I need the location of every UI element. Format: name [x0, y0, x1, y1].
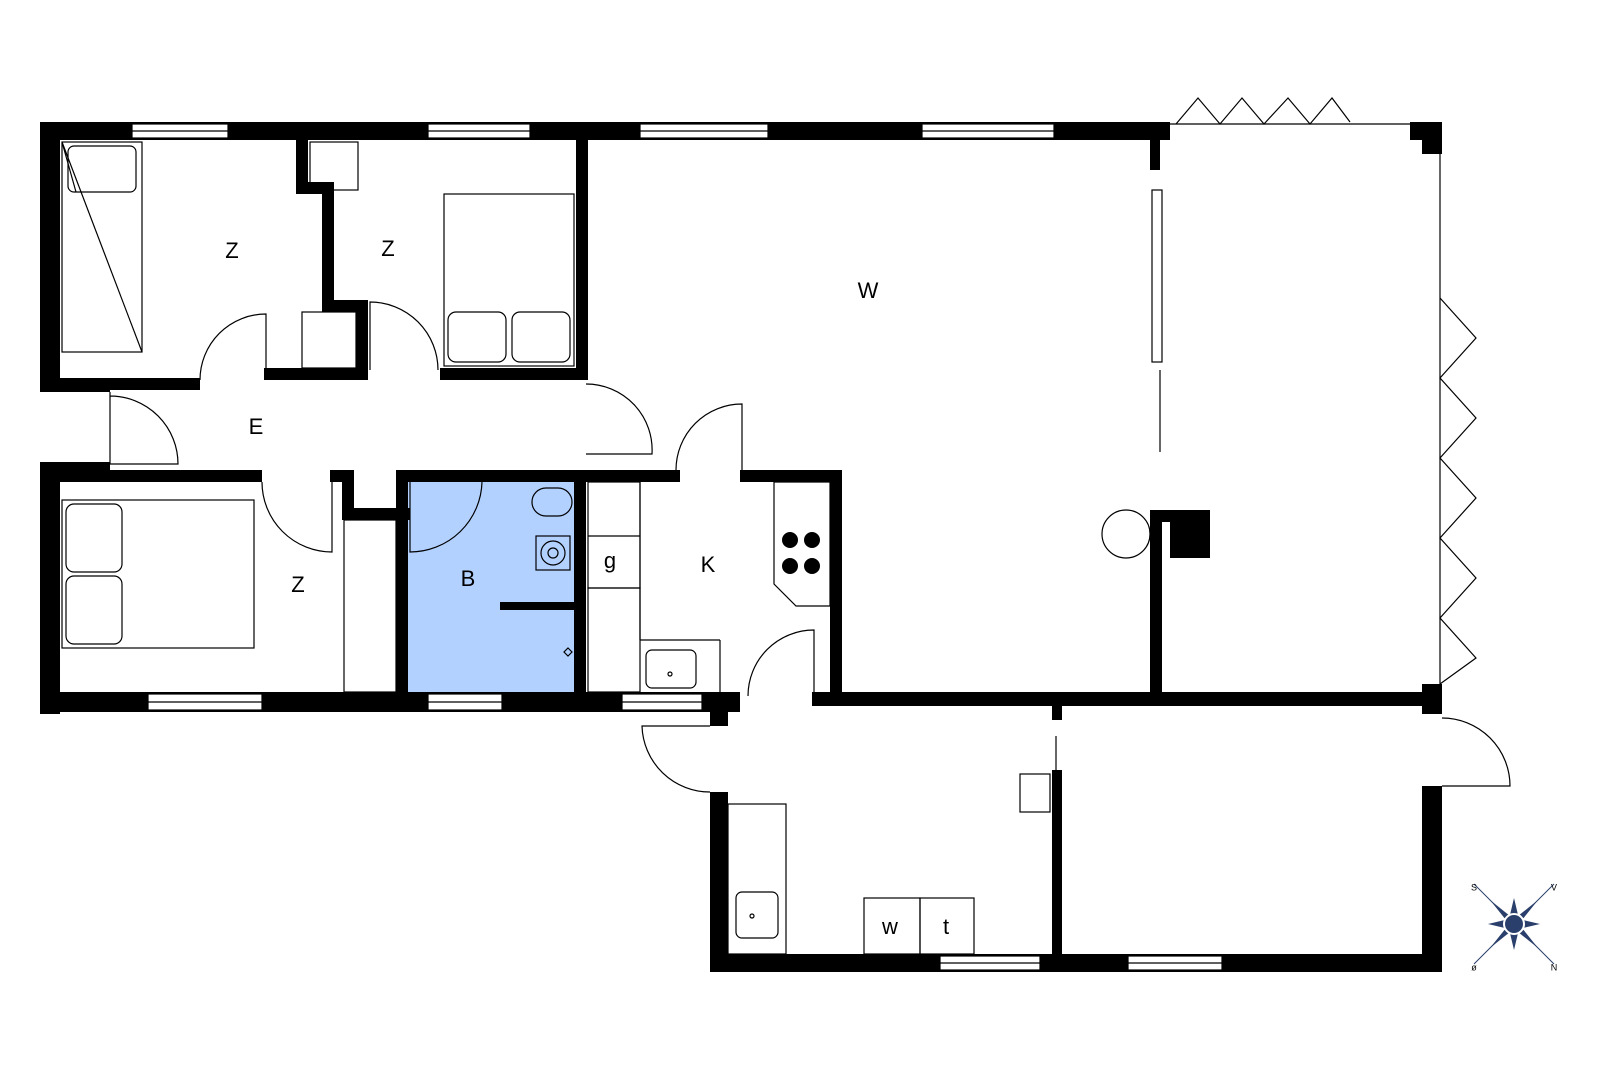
room-label-bedroom-2: Z [381, 236, 394, 261]
compass-label-top-right: V [1551, 882, 1557, 892]
room-label-hall: E [249, 414, 264, 439]
room-label-bathroom: B [461, 566, 476, 591]
room-label-kitchen: K [701, 552, 716, 577]
room-label-bedroom-1: Z [225, 238, 238, 263]
door-swings [109, 301, 1511, 793]
compass-icon: S V ø N [1471, 882, 1557, 972]
bathroom-fill [408, 480, 576, 692]
room-label-stove-area: g [604, 548, 616, 573]
windows [131, 123, 1441, 971]
room-label-bedroom-3: Z [291, 572, 304, 597]
room-labels: Z Z W E Z B g K w t [225, 236, 949, 939]
room-label-washer: w [881, 914, 898, 939]
compass-label-top-left: S [1471, 882, 1477, 892]
walls [40, 122, 1442, 972]
room-label-living-room: W [858, 278, 879, 303]
compass-label-bottom-right: N [1551, 962, 1558, 972]
room-label-dryer: t [943, 914, 949, 939]
folding-doors [1175, 97, 1477, 685]
furniture [61, 141, 1151, 955]
compass-label-bottom-left: ø [1471, 962, 1477, 972]
